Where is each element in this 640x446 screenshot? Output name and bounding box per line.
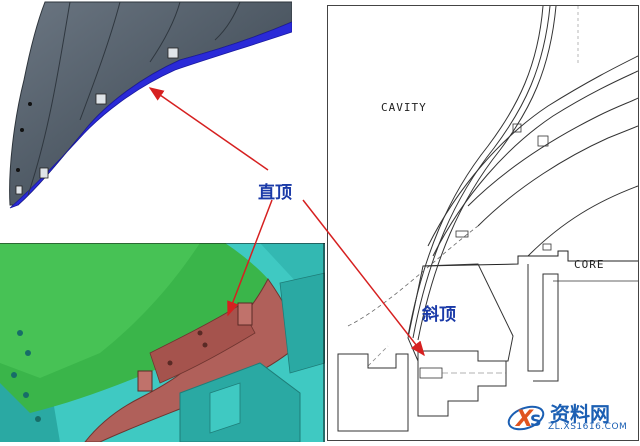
part-view-top-left bbox=[0, 0, 293, 212]
watermark-text: 资料网 bbox=[550, 402, 610, 426]
svg-text:X: X bbox=[514, 407, 534, 432]
straight-lifter-label: 直顶 bbox=[258, 183, 292, 203]
clip-detail bbox=[39, 167, 49, 179]
angled-lifter-label: 斜顶 bbox=[422, 305, 456, 325]
watermark-url: ZL.XS1616.COM bbox=[548, 422, 628, 432]
clip-detail bbox=[95, 93, 107, 105]
svg-text:S: S bbox=[530, 411, 542, 430]
part-render bbox=[9, 1, 293, 209]
arrow-to-mold-lifter bbox=[227, 199, 273, 317]
mold-render bbox=[0, 242, 326, 443]
section-drawing bbox=[327, 5, 639, 441]
core-label: CORE bbox=[574, 258, 605, 271]
watermark-logo-icon: X S bbox=[507, 405, 545, 432]
arrow-to-top-part bbox=[148, 87, 269, 171]
mold-view-bottom-left bbox=[0, 242, 326, 443]
cavity-label: CAVITY bbox=[381, 101, 427, 114]
watermark: X S 资料网 ZL.XS1616.COM bbox=[502, 396, 636, 438]
arrow-to-section-lifter bbox=[302, 199, 425, 357]
clip-detail bbox=[15, 185, 23, 195]
clip-detail bbox=[167, 47, 179, 59]
section-lines bbox=[337, 5, 639, 432]
